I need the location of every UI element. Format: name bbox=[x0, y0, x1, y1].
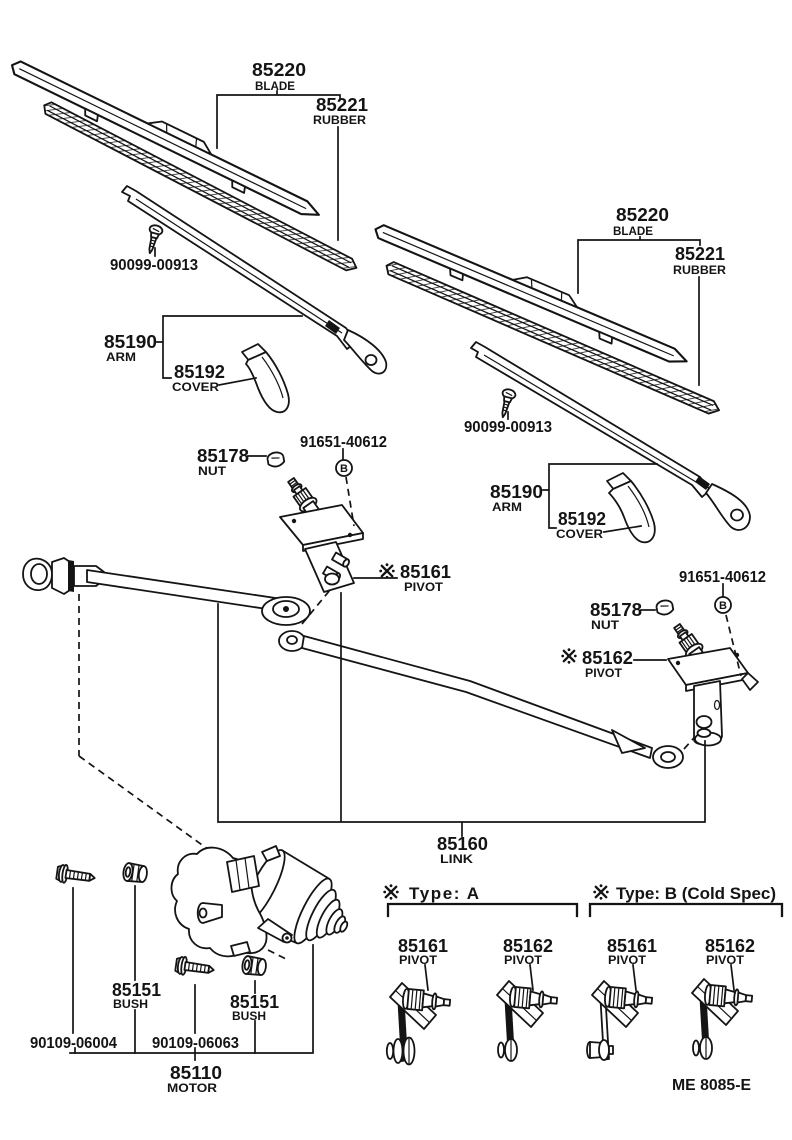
blade-assembly-left-drawing bbox=[5, 50, 361, 275]
type-b-heading: Type: B (Cold Spec) bbox=[616, 884, 776, 903]
callout-arm-right-number: 85190 bbox=[490, 482, 543, 502]
callout-bolt-front-number: 90109-06004 bbox=[30, 1035, 117, 1052]
callout-bush-rear-number: 85151 bbox=[230, 992, 279, 1012]
reference-mark-icon-type-b bbox=[592, 883, 610, 901]
callout-arm-left-number: 85190 bbox=[104, 332, 157, 352]
callout-labels: 85220 BLADE 85221 RUBBER 90099-00913 851… bbox=[30, 60, 766, 1095]
variant-pivot-drawing-3 bbox=[586, 980, 654, 1061]
callout-screw-right-number: 90099-00913 bbox=[464, 419, 552, 436]
variant-section: Type: A Type: B (Cold Spec) 85161 PIVOT … bbox=[382, 883, 776, 967]
reference-mark-icon-type-a bbox=[382, 883, 400, 901]
variant-pivot-drawing-1 bbox=[385, 982, 452, 1066]
callout-pivot-right-number: 85162 bbox=[582, 648, 633, 668]
callout-pivot-left-name: PIVOT bbox=[404, 580, 444, 594]
callout-nut-left-name: NUT bbox=[198, 464, 227, 478]
callout-pivot-right-name: PIVOT bbox=[585, 666, 623, 680]
callout-bush-rear-name: BUSH bbox=[232, 1009, 266, 1023]
callout-rubber-right-name: RUBBER bbox=[673, 263, 726, 277]
variant-item-3-name: PIVOT bbox=[608, 953, 647, 967]
callout-blade-right-name: BLADE bbox=[613, 224, 653, 238]
reference-mark-icon-pivot-right bbox=[560, 647, 578, 665]
callout-rubber-right-number: 85221 bbox=[675, 244, 725, 264]
callout-nut-left-number: 85178 bbox=[197, 446, 249, 466]
circled-b-icon-right bbox=[714, 596, 732, 614]
bolt-icon-front bbox=[54, 862, 97, 888]
callout-blade-left-name: BLADE bbox=[255, 79, 295, 93]
arm-head-cover-left-drawing bbox=[241, 343, 290, 414]
bush-icon-rear bbox=[240, 954, 268, 978]
callout-rubber-left-name: RUBBER bbox=[313, 113, 366, 127]
callout-screw-left-number: 90099-00913 bbox=[110, 257, 198, 274]
callout-cover-right-number: 85192 bbox=[558, 509, 606, 529]
variant-item-2-name: PIVOT bbox=[504, 953, 543, 967]
callout-cover-left-name: COVER bbox=[172, 380, 219, 394]
reference-mark-icon-pivot-left bbox=[378, 562, 396, 580]
callout-arm-left-name: ARM bbox=[106, 350, 136, 364]
callout-arm-right-name: ARM bbox=[492, 500, 522, 514]
callout-nut-right-number: 85178 bbox=[590, 600, 642, 620]
screw-icon-right bbox=[495, 387, 518, 420]
callout-cover-right-name: COVER bbox=[556, 527, 603, 541]
callout-link-name: LINK bbox=[440, 852, 473, 866]
callout-bolt-rear-number: 90109-06063 bbox=[152, 1035, 239, 1052]
circled-b-letter-left: B bbox=[340, 463, 348, 475]
wiper-motor-drawing bbox=[170, 845, 349, 961]
screw-icon-left bbox=[142, 223, 165, 256]
variant-item-4-number: 85162 bbox=[705, 936, 755, 956]
callout-bush-front-number: 85151 bbox=[112, 980, 161, 1000]
callout-bolt-left-number: 91651-40612 bbox=[300, 434, 387, 451]
variant-item-1-number: 85161 bbox=[398, 936, 448, 956]
wiper-arm-left-drawing bbox=[121, 185, 388, 375]
circled-b-letter-right: B bbox=[719, 600, 727, 612]
type-a-heading: Type: A bbox=[409, 884, 479, 903]
circled-b-icon-left bbox=[335, 459, 353, 477]
nut-icon-left bbox=[265, 450, 286, 469]
variant-pivot-drawing-2 bbox=[496, 980, 559, 1062]
callout-nut-right-name: NUT bbox=[591, 618, 620, 632]
callout-blade-right-number: 85220 bbox=[616, 205, 669, 225]
bolt-icon-rear bbox=[173, 954, 216, 980]
callout-blade-left-number: 85220 bbox=[252, 60, 306, 80]
callout-cover-left-number: 85192 bbox=[174, 362, 225, 382]
wiper-arm-right-drawing bbox=[470, 341, 751, 531]
wiper-link-drawing bbox=[22, 557, 701, 856]
drawing-code: ME 8085-E bbox=[672, 1077, 751, 1094]
variant-item-4-name: PIVOT bbox=[706, 953, 745, 967]
pivot-right-drawing bbox=[667, 619, 759, 747]
pivot-left-drawing bbox=[279, 473, 364, 593]
variant-item-2-number: 85162 bbox=[503, 936, 553, 956]
callout-motor-name: MOTOR bbox=[167, 1081, 217, 1095]
callout-motor-number: 85110 bbox=[170, 1063, 222, 1083]
nut-icon-right bbox=[654, 598, 675, 617]
callout-rubber-left-number: 85221 bbox=[316, 95, 368, 115]
callout-bush-front-name: BUSH bbox=[113, 997, 148, 1011]
variant-item-1-name: PIVOT bbox=[399, 953, 438, 967]
variant-item-3-number: 85161 bbox=[607, 936, 657, 956]
callout-bolt-right-number: 91651-40612 bbox=[679, 569, 766, 586]
variant-pivot-drawing-4 bbox=[691, 978, 754, 1060]
bush-icon-front bbox=[121, 861, 149, 885]
arm-head-cover-right-drawing bbox=[606, 472, 656, 544]
leader-lines bbox=[69, 90, 784, 1061]
callout-pivot-left-number: 85161 bbox=[400, 562, 451, 582]
callout-link-number: 85160 bbox=[437, 834, 488, 854]
